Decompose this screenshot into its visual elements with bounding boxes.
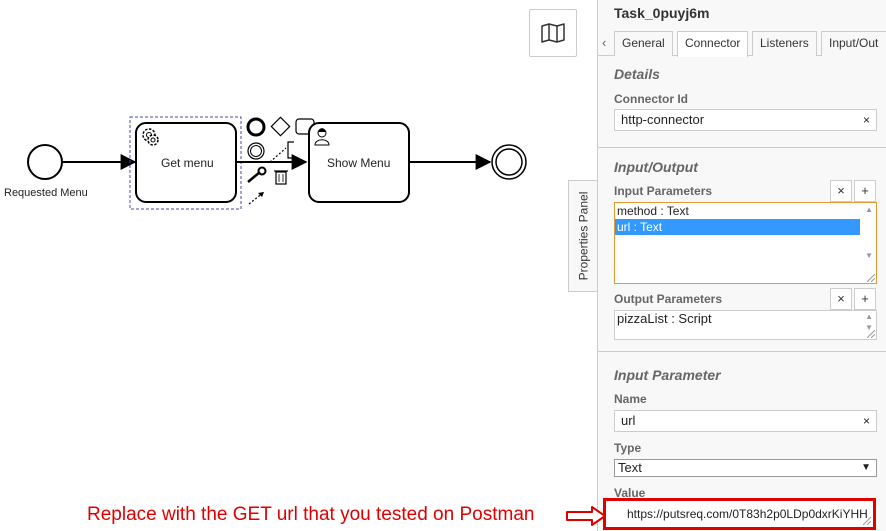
user-icon bbox=[314, 128, 330, 146]
add-output-parameter-button[interactable]: + bbox=[854, 288, 876, 310]
wrench-icon[interactable] bbox=[247, 166, 267, 183]
annotation-text: Replace with the GET url that you tested… bbox=[87, 504, 535, 525]
input-parameters-list[interactable]: method : Text url : Text ▲ ▼ bbox=[614, 202, 877, 284]
minimap-toggle-button[interactable] bbox=[529, 9, 577, 57]
value-textarea[interactable]: https://putsreq.com/0T83h2p0LDp0dxrKiYHH bbox=[603, 498, 876, 530]
append-end-event-icon[interactable] bbox=[246, 117, 266, 137]
user-task-label: Show Menu bbox=[327, 156, 391, 170]
resize-grip-icon[interactable] bbox=[867, 330, 875, 338]
add-input-parameter-button[interactable]: + bbox=[854, 180, 876, 202]
tab-bar: ‹ General Connector Listeners Input/Out bbox=[598, 31, 886, 57]
name-input[interactable]: url × bbox=[614, 410, 877, 432]
type-select[interactable]: Text ▼ bbox=[614, 459, 877, 477]
connector-id-value: http-connector bbox=[621, 112, 705, 127]
input-output-heading: Input/Output bbox=[614, 159, 698, 175]
type-value: Text bbox=[618, 460, 642, 475]
resize-grip-icon[interactable] bbox=[867, 274, 875, 282]
bpmn-diagram bbox=[27, 116, 527, 210]
connect-icon[interactable] bbox=[248, 191, 265, 205]
name-label: Name bbox=[614, 392, 647, 406]
properties-panel-toggle-label: Properties Panel bbox=[576, 191, 591, 281]
element-id-title: Task_0puyj6m bbox=[614, 5, 710, 21]
service-task-label: Get menu bbox=[161, 156, 214, 170]
resize-grip-icon[interactable] bbox=[863, 517, 871, 525]
context-pad bbox=[246, 116, 315, 205]
input-parameters-label: Input Parameters bbox=[614, 184, 713, 198]
scroll-up-icon[interactable]: ▲ bbox=[865, 312, 873, 321]
input-parameter-heading: Input Parameter bbox=[614, 367, 721, 383]
scroll-down-icon[interactable]: ▼ bbox=[865, 251, 873, 260]
properties-panel: Task_0puyj6m ‹ General Connector Listene… bbox=[597, 0, 886, 531]
output-parameters-label: Output Parameters bbox=[614, 292, 723, 306]
input-parameter-group: Input Parameter Name url × Type Text ▼ V… bbox=[598, 352, 886, 531]
tab-scroll-left-icon[interactable]: ‹ bbox=[602, 35, 607, 50]
trash-icon[interactable] bbox=[274, 170, 288, 185]
value-label: Value bbox=[614, 486, 646, 500]
type-label: Type bbox=[614, 441, 642, 455]
map-icon bbox=[541, 23, 565, 43]
append-gateway-icon[interactable] bbox=[270, 116, 291, 137]
start-event-label: Requested Menu bbox=[4, 187, 88, 199]
input-param-url[interactable]: url : Text bbox=[615, 219, 860, 235]
clear-name-icon[interactable]: × bbox=[862, 414, 870, 428]
remove-output-parameter-button[interactable]: × bbox=[830, 288, 852, 310]
input-param-method[interactable]: method : Text bbox=[617, 204, 689, 218]
output-param-pizzalist[interactable]: pizzaList : Script bbox=[617, 311, 712, 326]
gear-icon bbox=[142, 128, 159, 146]
start-event[interactable] bbox=[27, 144, 63, 180]
remove-input-parameter-button[interactable]: × bbox=[830, 180, 852, 202]
tab-general[interactable]: General bbox=[614, 31, 673, 56]
output-parameters-list[interactable]: pizzaList : Script ▲ ▼ bbox=[614, 310, 877, 340]
tab-connector[interactable]: Connector bbox=[677, 31, 749, 57]
annotation-arrow-icon bbox=[566, 506, 606, 526]
clear-connector-id-icon[interactable]: × bbox=[862, 113, 870, 127]
value-text: https://putsreq.com/0T83h2p0LDp0dxrKiYHH bbox=[627, 507, 868, 521]
tab-input-output[interactable]: Input/Out bbox=[821, 31, 886, 56]
properties-panel-toggle[interactable]: Properties Panel bbox=[568, 180, 598, 292]
details-group: Details Connector Id http-connector × bbox=[598, 56, 886, 148]
name-value: url bbox=[621, 413, 636, 428]
details-heading: Details bbox=[614, 66, 660, 82]
tab-listeners[interactable]: Listeners bbox=[752, 31, 817, 56]
bpmn-canvas[interactable]: Requested Menu Get menu Show Menu bbox=[0, 0, 597, 531]
input-output-group: Input/Output Input Parameters × + method… bbox=[598, 148, 886, 352]
connector-id-input[interactable]: http-connector × bbox=[614, 109, 877, 131]
scroll-down-icon[interactable]: ▼ bbox=[865, 323, 873, 332]
connector-id-label: Connector Id bbox=[614, 92, 688, 106]
chevron-down-icon: ▼ bbox=[861, 462, 871, 473]
append-text-annotation-icon[interactable] bbox=[287, 141, 294, 159]
scroll-up-icon[interactable]: ▲ bbox=[865, 205, 873, 214]
